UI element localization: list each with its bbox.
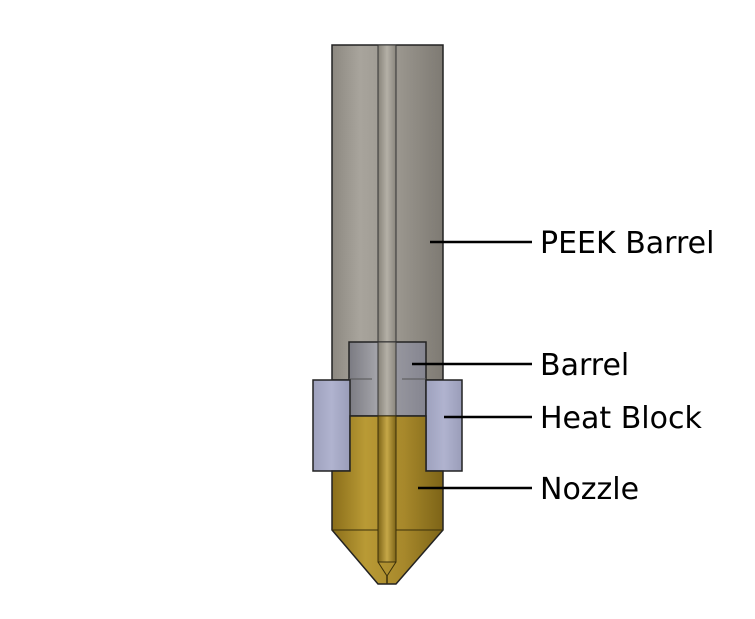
label-barrel: Barrel: [540, 348, 629, 383]
peek-barrel-bore: [377, 44, 397, 346]
nozzle-bore: [377, 415, 397, 563]
heat-block-right: [425, 379, 463, 472]
barrel-bore: [377, 341, 397, 417]
label-peek-barrel: PEEK Barrel: [540, 226, 714, 261]
heat-block-part: [312, 379, 463, 472]
nozzle-part: [331, 415, 444, 585]
peek-barrel-part: [331, 44, 444, 381]
heat-block-left: [312, 379, 351, 472]
label-heat-block: Heat Block: [540, 401, 702, 436]
barrel-part: [348, 341, 427, 417]
leader-lines: [412, 240, 532, 490]
label-nozzle: Nozzle: [540, 472, 639, 507]
